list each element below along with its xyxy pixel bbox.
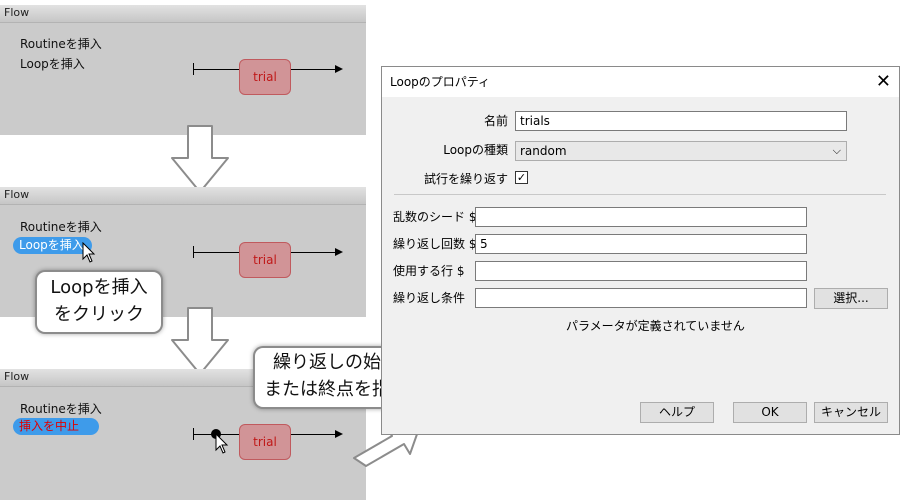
name-label: 名前 <box>483 114 508 128</box>
ok-button[interactable]: OK <box>733 402 807 423</box>
cancel-insert-button[interactable]: 挿入を中止 <box>13 418 99 435</box>
repeat-trials-checkbox[interactable]: ✓ <box>515 171 528 184</box>
flow-panel-title: Flow <box>0 5 366 23</box>
random-seed-label: 乱数のシード $ <box>393 210 477 224</box>
dialog-title-bar: Loopのプロパティ ✕ <box>382 67 899 97</box>
callout-line: Loopを挿入 <box>50 277 148 298</box>
callout-line: をクリック <box>54 304 144 325</box>
close-icon[interactable]: ✕ <box>875 71 891 92</box>
callout-line: 繰り返しの始点 <box>273 352 399 373</box>
mouse-pointer-icon <box>82 242 96 263</box>
insert-routine-button[interactable]: Routineを挿入 <box>20 402 102 416</box>
routine-trial[interactable]: trial <box>239 424 291 460</box>
no-params-text: パラメータが定義されていません <box>566 319 745 333</box>
selected-rows-field[interactable] <box>475 261 807 281</box>
routine-trial[interactable]: trial <box>239 59 291 95</box>
help-button[interactable]: ヘルプ <box>640 402 714 423</box>
mouse-pointer-icon <box>215 433 229 454</box>
loop-type-label: Loopの種類 <box>443 143 508 157</box>
callout-click-loop: Loopを挿入 をクリック <box>37 272 161 332</box>
flow-panel-1: Flow Routineを挿入 Loopを挿入 trial <box>0 5 366 135</box>
down-arrow-icon <box>171 125 229 193</box>
flow-timeline-end-arrow <box>335 65 343 73</box>
callout-line: または終点を指定 <box>264 379 408 400</box>
dialog-title: Loopのプロパティ <box>390 75 491 89</box>
browse-button[interactable]: 選択... <box>814 288 888 309</box>
nreps-label: 繰り返し回数 $ <box>393 237 477 251</box>
nreps-field[interactable]: 5 <box>475 234 807 254</box>
insert-loop-button[interactable]: Loopを挿入 <box>20 57 85 71</box>
selected-rows-label: 使用する行 $ <box>393 264 465 278</box>
insert-loop-button-highlighted[interactable]: Loopを挿入 <box>13 237 92 254</box>
conditions-field[interactable] <box>475 288 807 308</box>
chevron-down-icon: ⌵ <box>832 144 841 157</box>
loop-type-select[interactable]: random ⌵ <box>515 141 847 161</box>
loop-type-value: random <box>520 144 567 158</box>
insert-routine-button[interactable]: Routineを挿入 <box>20 220 102 234</box>
down-arrow-icon <box>171 307 229 375</box>
cancel-button[interactable]: キャンセル <box>814 402 888 423</box>
flow-panel-title: Flow <box>0 187 366 205</box>
name-field[interactable]: trials <box>515 111 847 131</box>
flow-panel-2: Flow Routineを挿入 Loopを挿入 trial <box>0 187 366 317</box>
loop-properties-dialog: Loopのプロパティ ✕ 名前 trials Loopの種類 random ⌵ … <box>381 66 900 435</box>
routine-trial[interactable]: trial <box>239 242 291 278</box>
random-seed-field[interactable] <box>475 207 807 227</box>
conditions-label: 繰り返し条件 <box>393 291 466 305</box>
flow-timeline-end-arrow <box>335 430 343 438</box>
repeat-trials-label: 試行を繰り返す <box>423 172 508 186</box>
flow-timeline-end-arrow <box>335 248 343 256</box>
insert-routine-button[interactable]: Routineを挿入 <box>20 37 102 51</box>
separator <box>394 194 886 195</box>
